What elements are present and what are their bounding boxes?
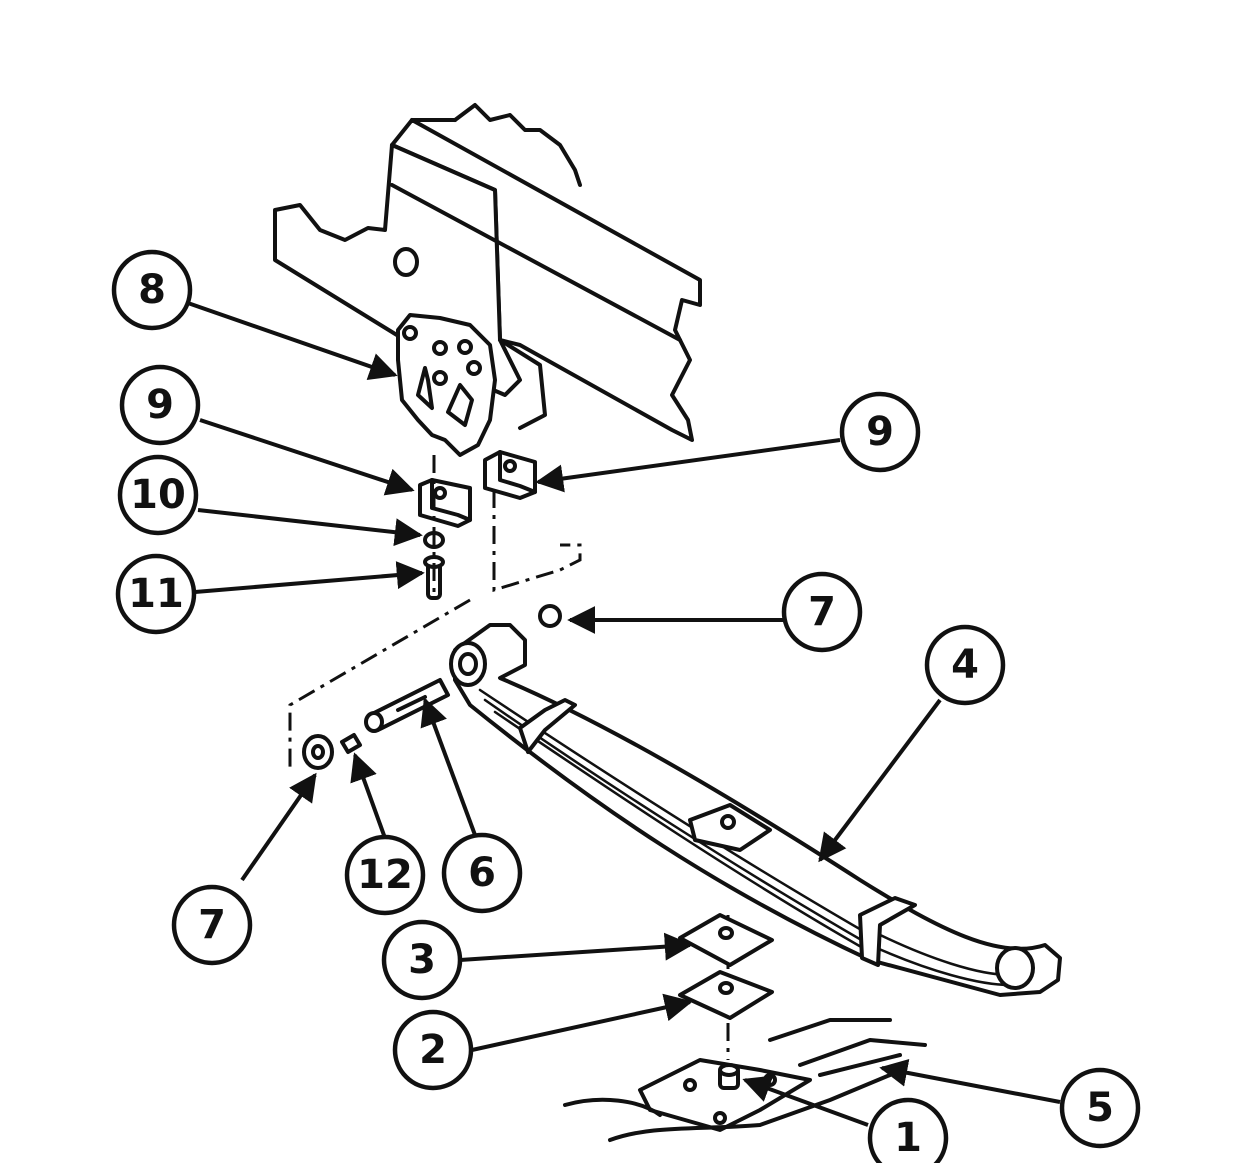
callout-label: 10 xyxy=(130,472,186,518)
callout-label: 12 xyxy=(357,852,413,898)
callout-10: 10 xyxy=(117,454,199,536)
callout-label: 4 xyxy=(951,642,979,688)
callout-label: 6 xyxy=(468,850,496,896)
callout-6: 6 xyxy=(441,832,523,914)
spring-seat-left xyxy=(418,478,472,528)
thrust-washer-left xyxy=(302,734,334,770)
callout-label: 5 xyxy=(1086,1085,1114,1131)
bottom-plate xyxy=(678,970,774,1020)
spring-pin xyxy=(364,678,450,733)
callout-label: 7 xyxy=(198,902,226,948)
callout-4: 4 xyxy=(924,624,1006,706)
callout-3: 3 xyxy=(381,919,463,1001)
callout-1: 1 xyxy=(867,1097,949,1163)
callout-label: 9 xyxy=(866,409,894,455)
callout-label: 1 xyxy=(894,1115,922,1161)
leaf-spring xyxy=(449,623,1062,997)
center-bolt xyxy=(718,1063,740,1090)
callout-2: 2 xyxy=(392,1009,474,1091)
spacer-plate xyxy=(678,913,774,967)
callout-7-right: 7 xyxy=(781,571,863,653)
callout-11: 11 xyxy=(115,553,197,635)
leader-lines xyxy=(184,300,1061,1127)
spring-hanger-bracket xyxy=(396,313,497,457)
callout-8: 8 xyxy=(111,249,193,331)
callout-9-right: 9 xyxy=(839,391,921,473)
grease-fitting xyxy=(340,733,362,754)
callout-label: 3 xyxy=(408,937,436,983)
callout-12: 12 xyxy=(344,834,426,916)
callout-label: 9 xyxy=(146,382,174,428)
callout-label: 11 xyxy=(128,571,184,617)
callout-7-left: 7 xyxy=(171,884,253,966)
spring-seat-right xyxy=(483,450,537,500)
callout-9-left: 9 xyxy=(119,364,201,446)
callout-label: 7 xyxy=(808,589,836,635)
callout-label: 2 xyxy=(419,1027,447,1073)
callout-label: 8 xyxy=(138,267,166,313)
thrust-washer-right xyxy=(538,604,562,628)
callout-5: 5 xyxy=(1059,1067,1141,1149)
